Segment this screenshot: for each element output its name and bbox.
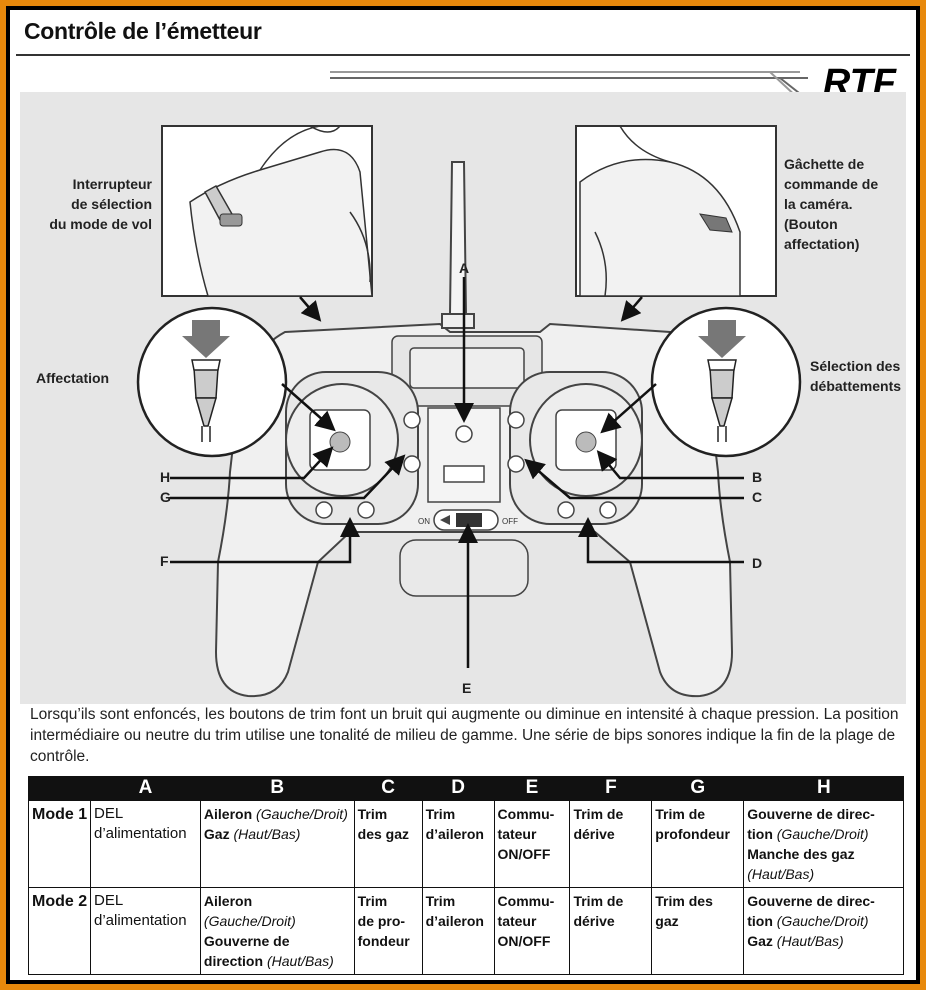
mode-1-label: Mode 1: [28, 800, 91, 888]
bind-label: Affectation: [36, 370, 110, 386]
mode-1-b: Aileron (Gauche/Droit) Gaz (Haut/Bas): [199, 800, 355, 888]
header-h: H: [743, 776, 904, 801]
manual-sheet: Contrôle de l’émetteur RTF: [10, 10, 916, 980]
header-blank: [28, 776, 91, 801]
trim-description: Lorsqu’ils sont enfoncés, les boutons de…: [30, 706, 899, 765]
header-g: G: [651, 776, 744, 801]
camera-trigger-label: Gâchette de commande de la caméra. (Bout…: [784, 156, 879, 252]
on-label: ON: [418, 517, 430, 526]
flight-mode-switch-label: Interrupteur de sélection du mode de vol: [49, 176, 152, 232]
mode-2-label: Mode 2: [28, 887, 91, 975]
rates-magnifier: [650, 306, 802, 458]
header-b: B: [199, 776, 355, 801]
mode-1-h: Gouverne de direc- tion (Gauche/Droit) M…: [743, 800, 904, 888]
header-e: E: [493, 776, 570, 801]
header-c: C: [353, 776, 423, 801]
letter-b: B: [752, 469, 763, 485]
leader-arrows: [170, 277, 744, 668]
mode-2-h: Gouverne de direc- tion (Gauche/Droit) G…: [743, 887, 904, 975]
mode-2-b: Aileron (Gauche/Droit) Gouverne de direc…: [199, 887, 355, 975]
page-title: Contrôle de l’émetteur: [24, 18, 262, 44]
header-f: F: [569, 776, 652, 801]
rtf-stripes: [330, 71, 890, 100]
letter-f: F: [160, 553, 169, 569]
transmitter-diagram: ON OFF: [136, 125, 802, 698]
letter-a: A: [459, 260, 470, 276]
letter-e: E: [462, 680, 472, 696]
letter-c: C: [752, 489, 763, 505]
rates-label: Sélection des débattements: [810, 358, 902, 394]
off-label: OFF: [502, 517, 518, 526]
letter-h: H: [160, 469, 171, 485]
letter-d: D: [752, 555, 763, 571]
header-d: D: [421, 776, 495, 801]
table-header-row: A B C D E F G H: [28, 776, 904, 801]
page-border: Contrôle de l’émetteur RTF: [6, 6, 920, 984]
bind-magnifier: [136, 306, 288, 458]
header-a: A: [89, 776, 201, 801]
camera-trigger-detail: [575, 125, 777, 297]
letter-g: G: [160, 489, 171, 505]
title-rule: [16, 54, 910, 56]
flight-mode-switch-detail: [161, 125, 373, 297]
